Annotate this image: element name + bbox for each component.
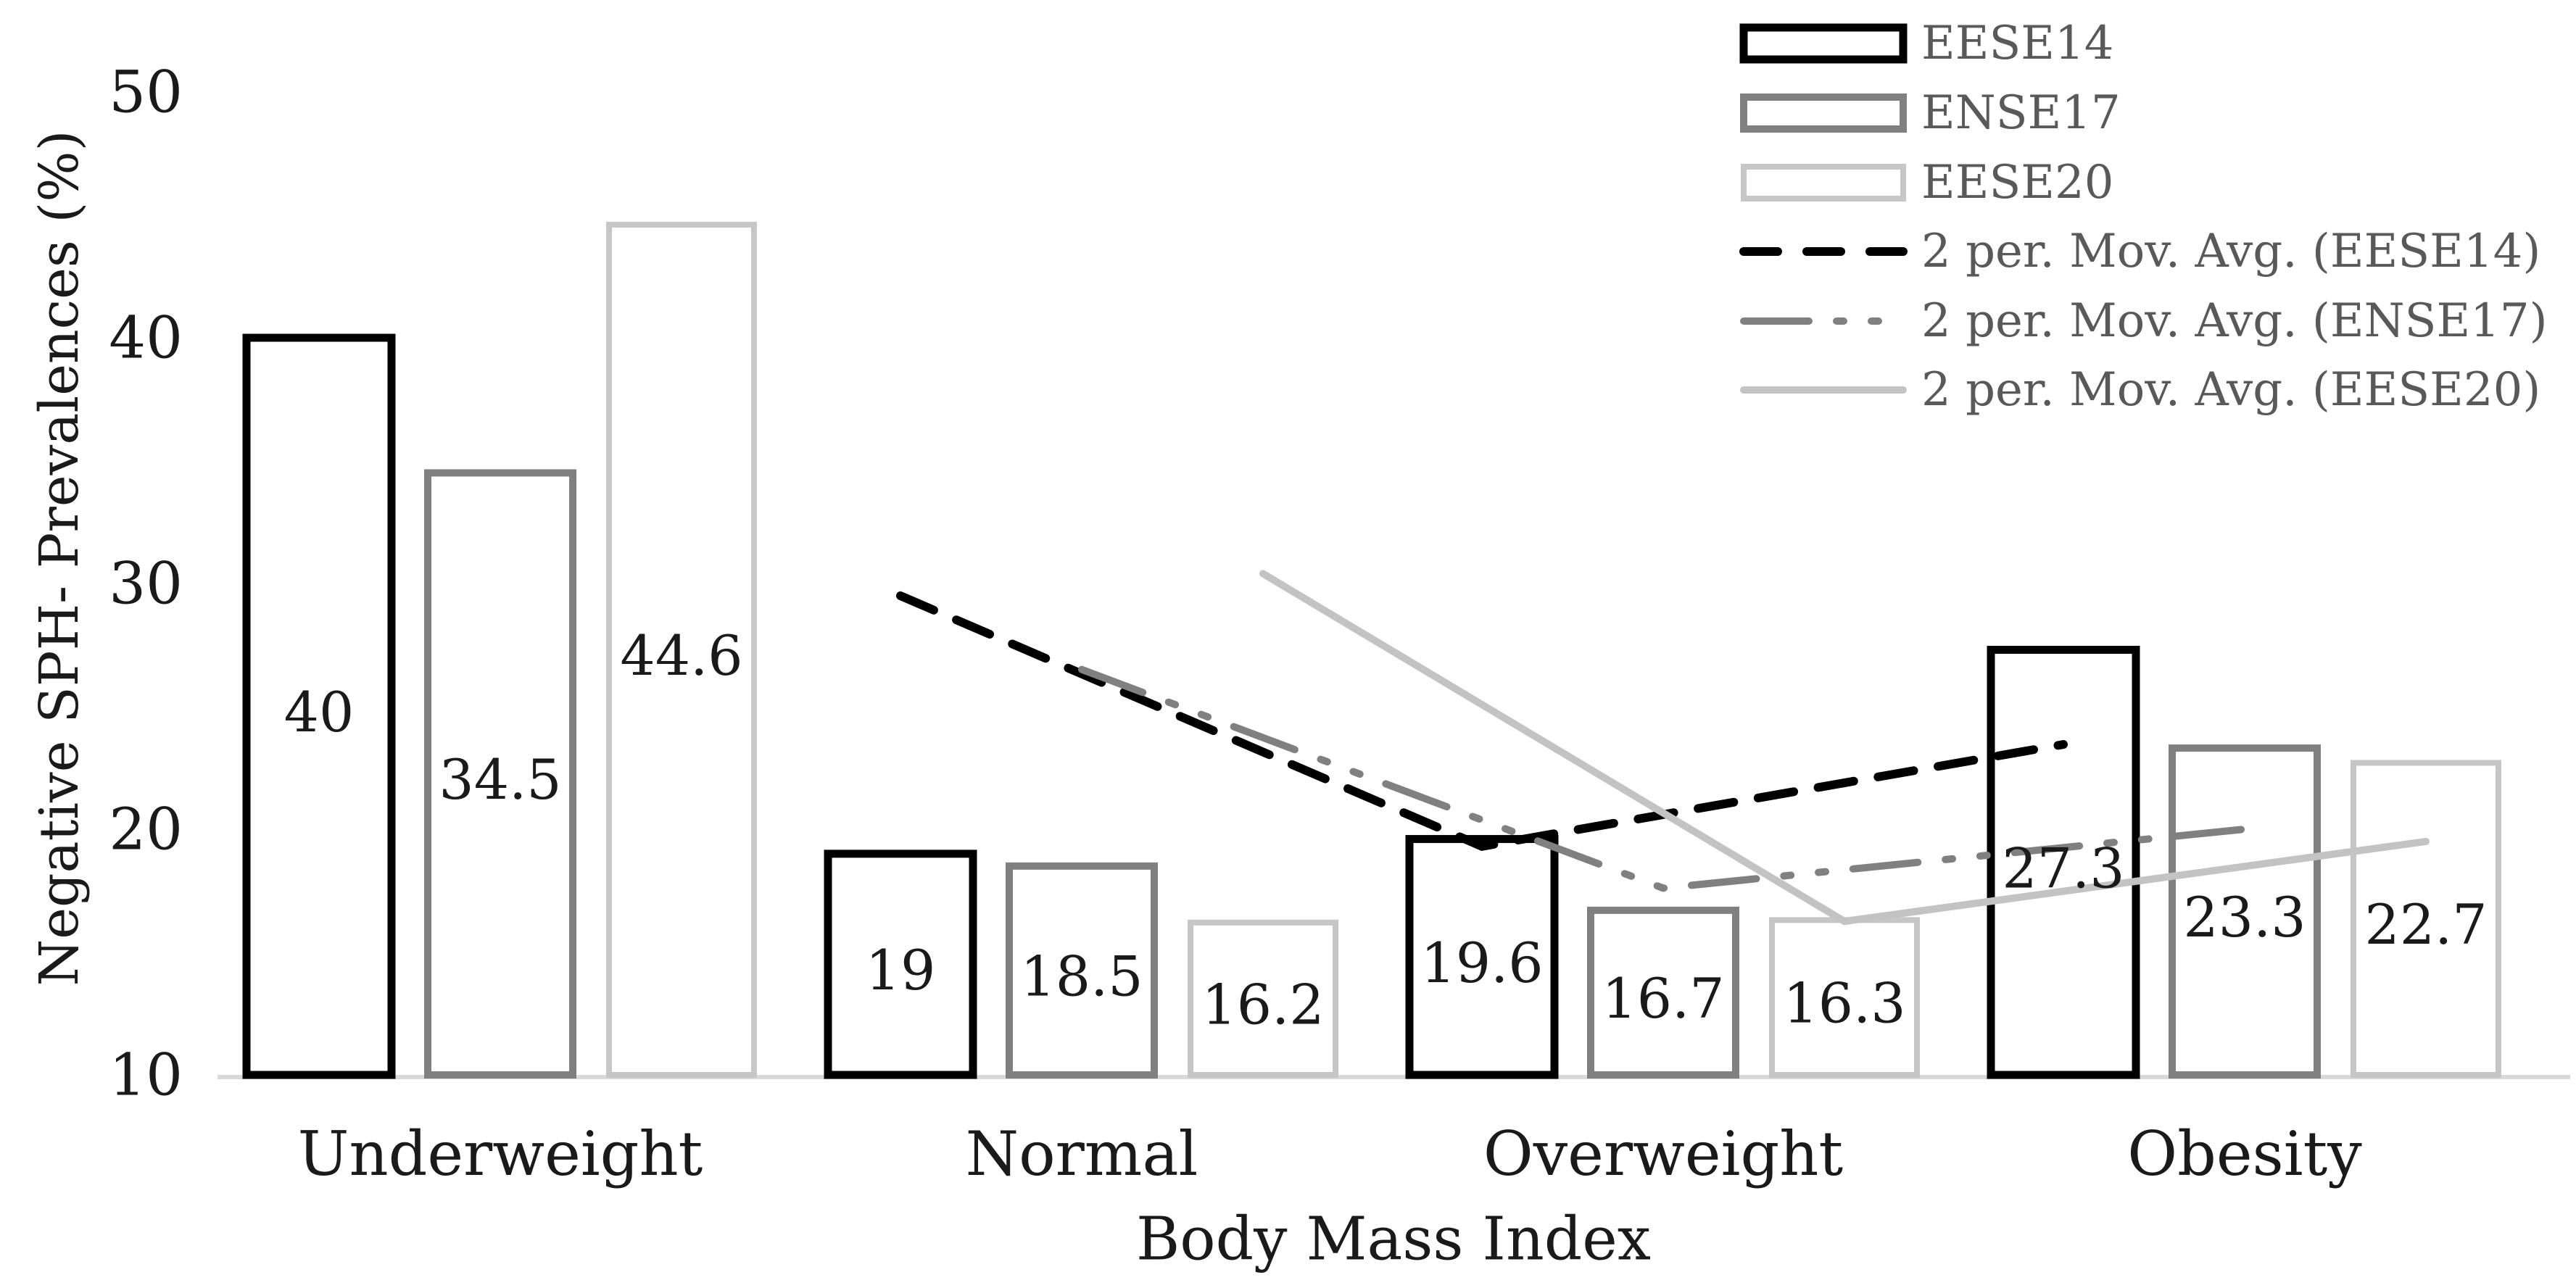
bar-ENSE17-Obesity bbox=[2169, 744, 2321, 1079]
bar-label-EESE20-Underweight: 44.6 bbox=[620, 623, 742, 688]
legend-label-EESE14: EESE14 bbox=[1921, 17, 2113, 70]
bar-EESE20-Overweight bbox=[1769, 917, 1920, 1079]
legend-label-2 per. Mov. Avg. (EESE14): 2 per. Mov. Avg. (EESE14) bbox=[1921, 225, 2540, 278]
x-axis-baseline-layer bbox=[218, 1075, 2570, 1079]
legend-swatch-EESE20 bbox=[1741, 164, 1906, 201]
bar-ENSE17-Overweight bbox=[1587, 906, 1739, 1079]
bar-EESE20-Obesity bbox=[2351, 760, 2501, 1078]
x-axis-line bbox=[218, 1075, 2570, 1079]
trendline-EESE20 bbox=[1259, 570, 2430, 926]
bar-EESE14-Overweight bbox=[1405, 835, 1559, 1079]
bar-label-EESE14-Underweight: 40 bbox=[284, 680, 355, 744]
legend-swatch-ENSE17 bbox=[1740, 94, 1907, 133]
bars-layer bbox=[242, 222, 2501, 1079]
bar-EESE14-Normal bbox=[824, 849, 977, 1079]
legend-item-2 per. Mov. Avg. (EESE14): 2 per. Mov. Avg. (EESE14) bbox=[1739, 225, 2540, 278]
legend-item-2 per. Mov. Avg. (ENSE17): 2 per. Mov. Avg. (ENSE17) bbox=[1740, 294, 2548, 348]
trendline-ENSE17 bbox=[1078, 665, 2248, 892]
bar-label-EESE20-Overweight: 16.3 bbox=[1783, 971, 1905, 1036]
category-label-Normal: Normal bbox=[966, 1118, 1198, 1189]
legend-label-2 per. Mov. Avg. (EESE20): 2 per. Mov. Avg. (EESE20) bbox=[1921, 363, 2540, 417]
bar-data-labels-layer: 40 19 19.6 27.3 34.5 18.5 16.7 23.3 44.6 16.2 16.3… bbox=[284, 623, 2488, 1036]
y-tick-labels-layer: 10 20 30 40 50 bbox=[109, 59, 183, 1109]
bar-ENSE17-Underweight bbox=[424, 469, 576, 1079]
legend-label-EESE20: EESE20 bbox=[1921, 156, 2113, 209]
y-tick-label-10: 10 bbox=[109, 1042, 183, 1109]
category-label-Obesity: Obesity bbox=[2127, 1118, 2362, 1189]
bar-EESE20-Underweight bbox=[606, 222, 757, 1078]
category-label-Overweight: Overweight bbox=[1483, 1118, 1844, 1189]
legend-label-2 per. Mov. Avg. (ENSE17): 2 per. Mov. Avg. (ENSE17) bbox=[1921, 294, 2548, 348]
bar-EESE14-Obesity bbox=[1987, 646, 2140, 1079]
bar-EESE20-Normal bbox=[1188, 919, 1338, 1078]
y-tick-label-20: 20 bbox=[109, 796, 183, 863]
legend-item-2 per. Mov. Avg. (EESE20): 2 per. Mov. Avg. (EESE20) bbox=[1740, 363, 2540, 417]
bar-label-EESE14-Overweight: 19.6 bbox=[1420, 931, 1543, 995]
legend-label-ENSE17: ENSE17 bbox=[1921, 86, 2121, 140]
bar-label-ENSE17-Normal: 18.5 bbox=[1020, 944, 1143, 1008]
bar-label-ENSE17-Overweight: 16.7 bbox=[1602, 966, 1724, 1031]
x-axis-title: Body Mass Index bbox=[1136, 1205, 1651, 1274]
legend-swatch-EESE14 bbox=[1739, 23, 1908, 64]
bar-label-ENSE17-Underweight: 34.5 bbox=[439, 747, 561, 812]
bar-EESE14-Underweight bbox=[242, 333, 396, 1079]
bar-ENSE17-Normal bbox=[1006, 862, 1158, 1079]
y-axis-title: Negative SPH- Prevalences (%) bbox=[28, 130, 91, 986]
trendlines-layer bbox=[896, 570, 2430, 926]
bar-label-EESE14-Normal: 19 bbox=[866, 938, 936, 1002]
trendline-EESE14 bbox=[896, 591, 2068, 851]
category-label-Underweight: Underweight bbox=[298, 1118, 703, 1189]
legend-item-EESE20: EESE20 bbox=[1741, 156, 2113, 209]
y-tick-label-30: 30 bbox=[109, 550, 183, 618]
bar-label-EESE20-Obesity: 22.7 bbox=[2364, 892, 2487, 957]
category-labels-layer: Underweight Normal Overweight Obesity bbox=[298, 1118, 2363, 1189]
bar-label-EESE20-Normal: 16.2 bbox=[1201, 972, 1324, 1036]
legend-item-EESE14: EESE14 bbox=[1739, 17, 2113, 70]
y-tick-label-40: 40 bbox=[109, 304, 183, 372]
bar-label-EESE14-Obesity: 27.3 bbox=[2002, 836, 2124, 900]
bar-label-ENSE17-Obesity: 23.3 bbox=[2183, 885, 2306, 950]
y-tick-label-50: 50 bbox=[109, 59, 183, 126]
legend-item-ENSE17: ENSE17 bbox=[1740, 86, 2121, 140]
